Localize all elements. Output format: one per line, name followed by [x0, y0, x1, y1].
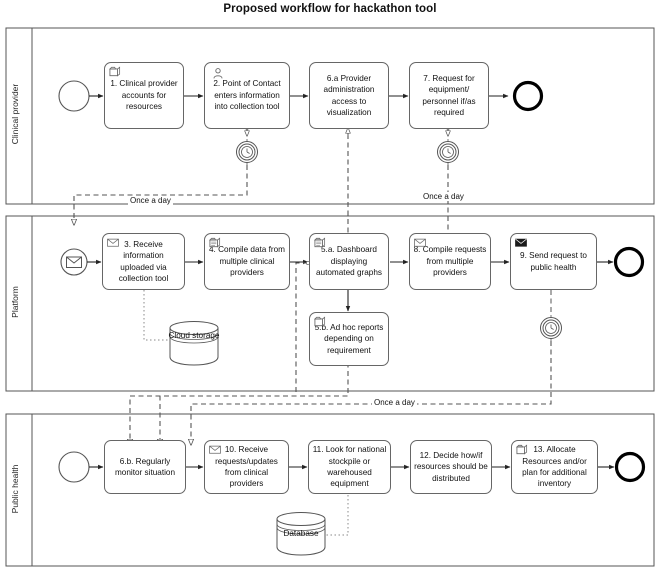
page-title: Proposed workflow for hackathon tool — [223, 3, 437, 15]
start-event-clinical — [58, 80, 90, 112]
timer-boundary-event-task9 — [540, 315, 562, 341]
datastore-cloud-storage — [169, 321, 219, 366]
task-label: 11. Look for national stockpile or wareh… — [312, 445, 387, 489]
task-label: 7. Request for equipment/ personnel if/a… — [422, 73, 476, 117]
task-label: 1. Clinical provider accounts for resour… — [110, 79, 178, 112]
message-flow-adhoc-to-6b — [160, 354, 348, 445]
lane-label-public-health: Public health — [10, 464, 20, 514]
manual-task-icon — [109, 66, 121, 77]
task-3-receive-information-uploaded[interactable]: 3. Receive information uploaded via coll… — [102, 233, 185, 290]
task-label: 6.a Provider administration access to vi… — [323, 73, 375, 117]
flow-label-once-a-day-3: Once a day — [372, 398, 417, 407]
task-label: 12. Decide how/if resources should be di… — [414, 450, 488, 483]
task-label: 10. Receive requests/updates from clinic… — [215, 445, 278, 489]
task-5b-ad-hoc-reports[interactable]: 5.b. Ad hoc reports depending on require… — [309, 312, 389, 366]
message-flow-dashboard-to-6b — [130, 263, 308, 445]
lane-label-platform: Platform — [10, 286, 20, 318]
flow-label-once-a-day-2: Once a day — [421, 192, 466, 201]
task-1-clinical-provider-accounts[interactable]: 1. Clinical provider accounts for resour… — [104, 62, 184, 129]
timer-boundary-event-task7 — [437, 139, 459, 165]
task-6b-regularly-monitor-situation[interactable]: 6.b. Regularly monitor situation — [104, 440, 186, 494]
task-label: 9. Send request to public health — [520, 251, 587, 272]
send-message-icon — [515, 238, 527, 247]
task-label: 4. Compile data from multiple clinical p… — [209, 245, 285, 278]
task-label: 8. Compile requests from multiple provid… — [413, 245, 487, 278]
message-start-event-platform — [60, 248, 88, 276]
user-task-icon — [213, 68, 223, 79]
flow-label-once-a-day-1: Once a day — [128, 196, 173, 205]
lane-label-clinical-provider: Clinical provider — [10, 83, 20, 145]
task-label: 3. Receive information uploaded via coll… — [118, 239, 169, 283]
task-label: 13. Allocate Resources and/or plan for a… — [522, 445, 587, 489]
end-event-public-health — [614, 451, 646, 483]
datastore-label-database: Database — [283, 529, 319, 538]
task-9-send-request-to-public-health[interactable]: 9. Send request to public health — [510, 233, 597, 290]
end-event-clinical — [512, 80, 544, 112]
task-8-compile-requests[interactable]: 8. Compile requests from multiple provid… — [409, 233, 491, 290]
timer-boundary-event-task2 — [236, 139, 258, 165]
end-event-platform — [613, 246, 645, 278]
association-task11-database — [325, 495, 349, 536]
task-label: 6.b. Regularly monitor situation — [114, 456, 176, 477]
task-label: 5.a. Dashboard displaying automated grap… — [316, 245, 382, 278]
datastore-database — [276, 512, 326, 556]
task-11-look-for-national-stockpile[interactable]: 11. Look for national stockpile or wareh… — [308, 440, 391, 494]
lane-clinical-provider — [5, 27, 655, 205]
task-10-receive-requests-updates[interactable]: 10. Receive requests/updates from clinic… — [204, 440, 289, 494]
datastore-label-cloud-storage: Cloud storage — [168, 331, 220, 340]
task-12-decide-how-if-resources-distributed[interactable]: 12. Decide how/if resources should be di… — [410, 440, 492, 494]
task-label: 2. Point of Contact enters information i… — [213, 79, 281, 112]
task-4-compile-data-from-providers[interactable]: 4. Compile data from multiple clinical p… — [204, 233, 290, 290]
task-7-request-for-equipment[interactable]: 7. Request for equipment/ personnel if/a… — [409, 62, 489, 129]
task-13-allocate-resources[interactable]: 13. Allocate Resources and/or plan for a… — [511, 440, 598, 494]
task-2-point-of-contact-enters-info[interactable]: 2. Point of Contact enters information i… — [204, 62, 290, 129]
task-label: 5.b. Ad hoc reports depending on require… — [314, 322, 384, 355]
task-6a-provider-administration-access[interactable]: 6.a Provider administration access to vi… — [309, 62, 389, 129]
start-event-public-health — [58, 451, 90, 483]
task-5a-dashboard-displaying-graphs[interactable]: 5.a. Dashboard displaying automated grap… — [309, 233, 389, 290]
